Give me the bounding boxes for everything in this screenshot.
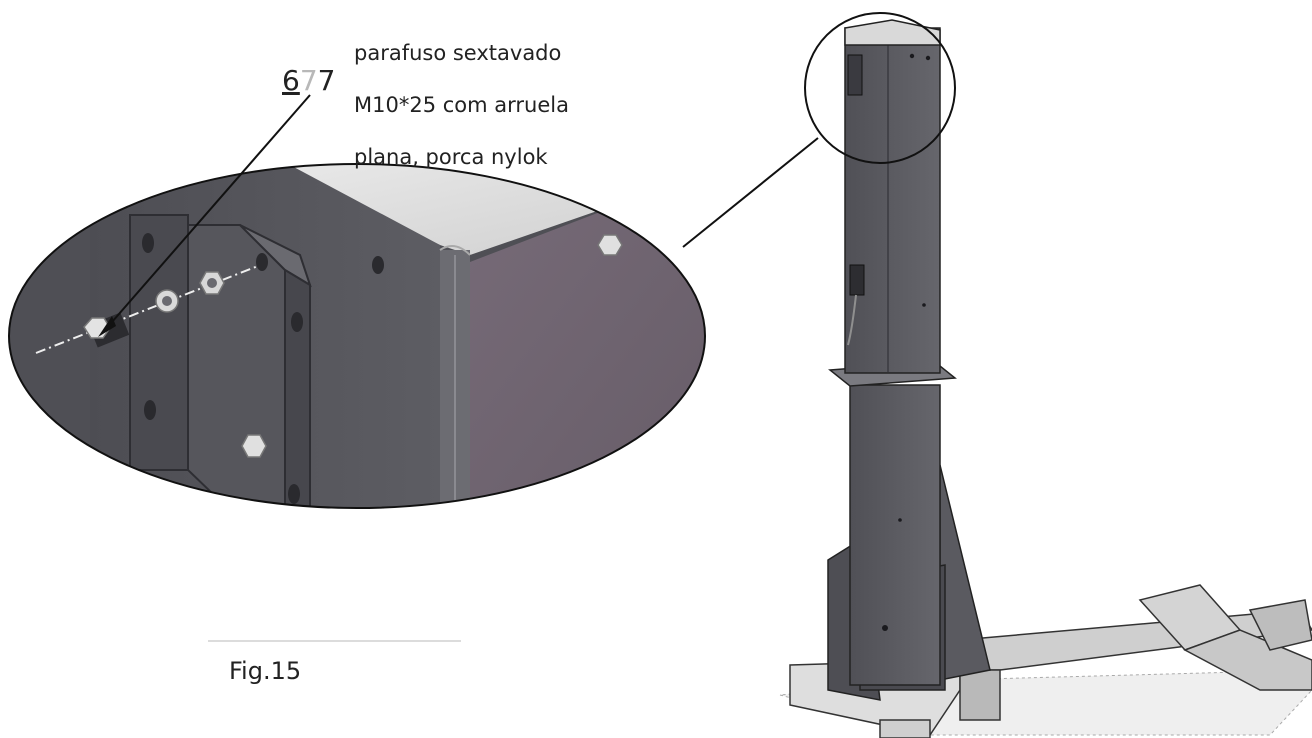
figure-label: Fig.15 [229, 657, 302, 685]
nylok-nut-icon [199, 271, 225, 295]
part-number-digit-1: 6 [282, 64, 300, 97]
part-description: parafuso sextavado M10*25 com arruela pl… [354, 14, 569, 196]
leader-line [104, 94, 311, 331]
lift-post [779, 19, 1312, 738]
detail-connector [682, 137, 819, 248]
part-number: 677 [282, 64, 335, 97]
part-description-line-2: M10*25 com arruela [354, 93, 569, 117]
part-description-line-3: plana, porca nylok [354, 145, 548, 169]
part-description-line-1: parafuso sextavado [354, 41, 562, 65]
detail-highlight-circle [804, 12, 956, 164]
detail-ellipse [8, 163, 706, 509]
leader-arrowhead [98, 316, 116, 337]
part-number-digit-2: 7 [299, 64, 318, 97]
washer-icon [155, 289, 179, 313]
part-number-digit-3: 7 [317, 64, 336, 97]
